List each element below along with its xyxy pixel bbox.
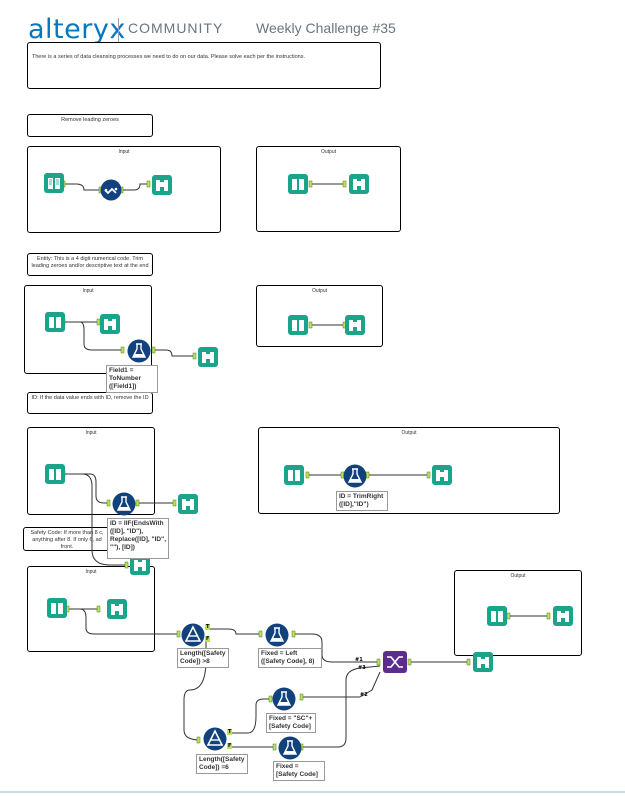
container-title: Output — [311, 288, 327, 294]
filter-config-len6: Length([Safety Code]) =6 — [196, 754, 248, 774]
input-data-icon[interactable] — [47, 598, 67, 618]
intro-comment: There is a series of data cleansing proc… — [27, 42, 381, 89]
filter-icon[interactable] — [181, 623, 205, 647]
input-data-icon[interactable] — [487, 606, 507, 626]
section-text-safety: Safety Code: If more than 8 c, anything … — [30, 530, 104, 550]
formula-icon[interactable] — [272, 687, 296, 711]
input-data-icon[interactable] — [45, 464, 65, 484]
connector — [300, 665, 381, 748]
section-text-entity: Entity: This is a 4 digit numerical code… — [31, 256, 149, 269]
union-icon[interactable] — [383, 651, 407, 673]
community-label: COMMUNITY — [128, 20, 224, 36]
alteryx-logo: alteryx — [28, 14, 126, 45]
filter2-true-anchor[interactable]: T — [227, 729, 233, 735]
filter-icon[interactable] — [203, 727, 227, 751]
container-title: Input — [118, 149, 130, 155]
formula-config-entity: Field1 = ToNumber ([Field1]) — [106, 365, 158, 393]
container-output-3[interactable]: Output — [258, 427, 560, 514]
page-title: Weekly Challenge #35 — [256, 20, 396, 36]
section-text-leading-zeros: Remove leading zeroes — [61, 117, 119, 123]
union-label-1: #1 — [355, 657, 363, 663]
union-label-2: #2 — [360, 692, 368, 698]
union-label-3: #3 — [358, 665, 366, 671]
formula-icon[interactable] — [265, 623, 289, 647]
input-data-icon[interactable] — [288, 174, 308, 194]
filter1-true-anchor[interactable]: T — [205, 624, 211, 630]
container-title: Output — [320, 149, 336, 155]
container-output-1[interactable]: Output — [256, 146, 401, 232]
browse-icon[interactable] — [345, 315, 365, 335]
connector — [206, 628, 262, 635]
connector — [62, 183, 102, 191]
bottom-divider — [0, 791, 625, 793]
browse-icon[interactable] — [107, 599, 127, 619]
connector — [292, 633, 380, 663]
browse-icon[interactable] — [553, 606, 573, 626]
connector — [74, 608, 180, 635]
section-label-id: ID: If the data value ends with ID, remo… — [27, 392, 153, 414]
header-divider — [118, 18, 119, 42]
browse-icon[interactable] — [198, 347, 218, 367]
input-data-icon[interactable] — [284, 465, 304, 485]
browse-icon[interactable] — [130, 555, 150, 575]
section-text-id: ID: If the data value ends with ID, remo… — [31, 395, 149, 401]
formula-config-copy: Fixed = [Safety Code] — [273, 761, 325, 781]
formula-config-id-trimright: ID = TrimRight ([ID],"ID") — [336, 491, 388, 511]
container-title: Input — [85, 569, 97, 575]
browse-icon[interactable] — [349, 174, 369, 194]
formula-config-sc: Fixed = "SC"+ [Safety Code] — [266, 713, 316, 733]
filter1-false-anchor[interactable]: F — [205, 636, 211, 642]
container-title: Input — [82, 288, 94, 294]
connector — [120, 183, 150, 191]
input-data-icon[interactable] — [288, 315, 308, 335]
connector — [62, 473, 110, 504]
container-title: Output — [401, 430, 417, 436]
connector — [230, 698, 272, 734]
section-label-leading-zeros: Remove leading zeroes — [27, 114, 153, 137]
connector — [153, 349, 196, 357]
browse-icon[interactable] — [152, 175, 172, 195]
container-output-4[interactable]: Output — [454, 570, 582, 656]
browse-icon[interactable] — [178, 494, 198, 514]
section-label-safety: Safety Code: If more than 8 c, anything … — [23, 527, 111, 551]
browse-icon[interactable] — [432, 465, 452, 485]
connector — [70, 321, 124, 351]
connector — [183, 640, 207, 741]
data-cleansing-icon[interactable] — [100, 179, 122, 201]
connector — [72, 473, 128, 566]
input-data-icon[interactable] — [44, 173, 64, 193]
filter-config-len8: Length([Safety Code]) >8 — [177, 648, 229, 668]
formula-config-left: Fixed = Left ([Safety Code], 8) — [258, 648, 322, 668]
formula-config-id-iif: ID = IIF(EndsWith ([ID], "ID"), Replace(… — [107, 518, 169, 559]
formula-icon[interactable] — [127, 339, 151, 363]
section-label-entity: Entity: This is a 4 digit numerical code… — [27, 253, 153, 276]
intro-text: There is a series of data cleansing proc… — [32, 54, 306, 60]
connector — [359, 671, 381, 698]
formula-icon[interactable] — [278, 736, 302, 760]
input-data-icon[interactable] — [45, 312, 65, 332]
browse-icon[interactable] — [100, 314, 120, 334]
filter2-false-anchor[interactable]: F — [227, 743, 233, 749]
formula-icon[interactable] — [343, 464, 367, 488]
container-title: Output — [510, 573, 526, 579]
browse-icon[interactable] — [473, 652, 493, 672]
container-title: Input — [85, 430, 97, 436]
formula-icon[interactable] — [112, 492, 136, 516]
